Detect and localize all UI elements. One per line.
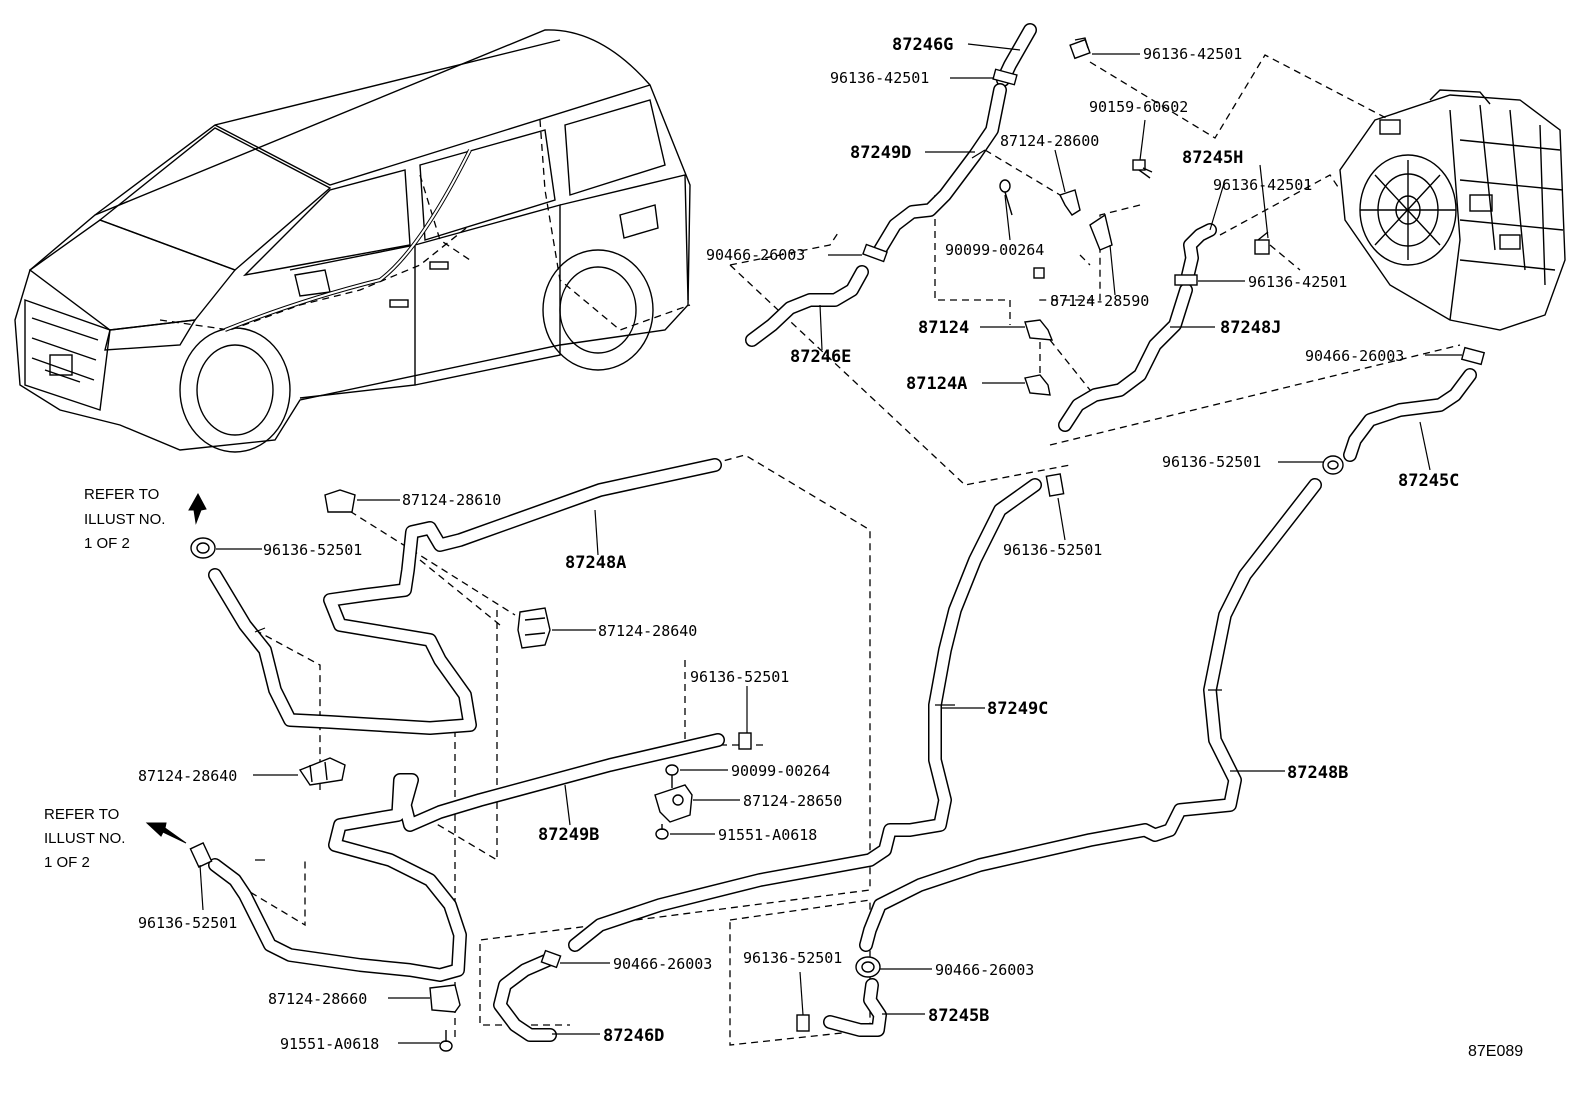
refer-note-line: ILLUST NO.	[84, 511, 165, 528]
refer-arrow	[188, 492, 207, 525]
callout-90099-00264: 90099-00264	[731, 762, 830, 780]
bolt	[1033, 267, 1045, 279]
callout-96136-42501: 96136-42501	[1248, 273, 1347, 291]
refer-note-line: REFER TO	[84, 486, 159, 503]
callout-87246G: 87246G	[892, 35, 953, 55]
vehicle-illustration	[14, 29, 691, 453]
fasteners	[145, 37, 1486, 1052]
callout-87124A: 87124A	[906, 374, 967, 394]
refer-note-line: REFER TO	[44, 806, 119, 823]
callout-87124-28640: 87124-28640	[598, 622, 697, 640]
clip	[324, 489, 356, 513]
callout-87245B: 87245B	[928, 1006, 989, 1026]
callout-87246D: 87246D	[603, 1026, 664, 1046]
bracket	[1089, 213, 1113, 251]
hose-clamp	[190, 537, 216, 559]
callout-90466-26003: 90466-26003	[1305, 347, 1404, 365]
bolt	[655, 824, 669, 840]
callout-96136-52501: 96136-52501	[1003, 541, 1102, 559]
callout-87249B: 87249B	[538, 825, 599, 845]
hose-clamp	[540, 949, 562, 969]
hose-clamp	[1174, 274, 1198, 286]
callout-labels: 87246G 96136-42501 96136-42501 90159-606…	[138, 35, 1459, 1053]
callout-87246E: 87246E	[790, 347, 851, 367]
screw	[665, 764, 679, 788]
callout-87249D: 87249D	[850, 143, 911, 163]
callout-87124-28650: 87124-28650	[743, 792, 842, 810]
hose-clamp	[796, 1014, 810, 1032]
callout-87124-28600: 87124-28600	[1000, 132, 1099, 150]
hose-clamp	[1045, 473, 1065, 497]
callout-90466-26003: 90466-26003	[613, 955, 712, 973]
hose-clamp	[1460, 346, 1486, 366]
callout-90159-60602: 90159-60602	[1089, 98, 1188, 116]
callout-91551-A0618: 91551-A0618	[718, 826, 817, 844]
hose-clamp	[1254, 231, 1270, 255]
callout-87245H: 87245H	[1182, 148, 1243, 168]
hoses	[208, 23, 1477, 1042]
callout-90466-26003: 90466-26003	[706, 246, 805, 264]
reference-lines	[229, 54, 1461, 1046]
refer-note: REFER TO ILLUST NO. 1 OF 2	[84, 486, 165, 552]
refer-note-line: 1 OF 2	[44, 854, 90, 871]
refer-note-line: 1 OF 2	[84, 535, 130, 552]
clip	[298, 757, 346, 786]
callout-87124: 87124	[918, 318, 969, 338]
callout-96136-52501: 96136-52501	[690, 668, 789, 686]
figure-code: 87E089	[1468, 1043, 1523, 1060]
hose-clamp	[1069, 37, 1091, 60]
bracket	[1059, 189, 1081, 216]
hose-clamp	[189, 842, 213, 868]
callout-87124-28640: 87124-28640	[138, 767, 237, 785]
clip	[1024, 374, 1051, 396]
hose-clamp	[855, 956, 881, 978]
bracket	[654, 784, 693, 823]
callout-96136-42501: 96136-42501	[830, 69, 929, 87]
callout-87124-28610: 87124-28610	[402, 491, 501, 509]
callout-96136-42501: 96136-42501	[1143, 45, 1242, 63]
bolt	[439, 1030, 453, 1052]
refer-note-line: ILLUST NO.	[44, 830, 125, 847]
callout-96136-52501: 96136-52501	[138, 914, 237, 932]
hose-clamp	[862, 243, 888, 263]
clip	[517, 607, 551, 649]
callout-96136-52501: 96136-52501	[263, 541, 362, 559]
clip	[429, 984, 461, 1013]
hose-clamp	[1322, 455, 1344, 475]
leader-lines	[199, 43, 1462, 1044]
clip	[1024, 319, 1054, 341]
callout-87248B: 87248B	[1287, 763, 1348, 783]
callout-91551-A0618: 91551-A0618	[280, 1035, 379, 1053]
refer-note: REFER TO ILLUST NO. 1 OF 2	[44, 806, 125, 871]
callout-87248A: 87248A	[565, 553, 626, 573]
screw	[999, 179, 1013, 216]
callout-96136-42501: 96136-42501	[1213, 176, 1312, 194]
callout-90099-00264: 90099-00264	[945, 241, 1044, 259]
callout-87245C: 87245C	[1398, 471, 1459, 491]
refer-arrow	[145, 822, 187, 844]
callout-96136-52501: 96136-52501	[1162, 453, 1261, 471]
callout-87248J: 87248J	[1220, 318, 1281, 338]
callout-90466-26003: 90466-26003	[935, 961, 1034, 979]
callout-87249C: 87249C	[987, 699, 1048, 719]
hose-clamp	[992, 68, 1018, 86]
callout-96136-52501: 96136-52501	[743, 949, 842, 967]
callout-87124-28660: 87124-28660	[268, 990, 367, 1008]
hose-clamp	[738, 732, 752, 750]
callout-87124-28590: 87124-28590	[1050, 292, 1149, 310]
bolt	[1132, 159, 1153, 179]
rear-heater-unit	[1339, 89, 1566, 331]
